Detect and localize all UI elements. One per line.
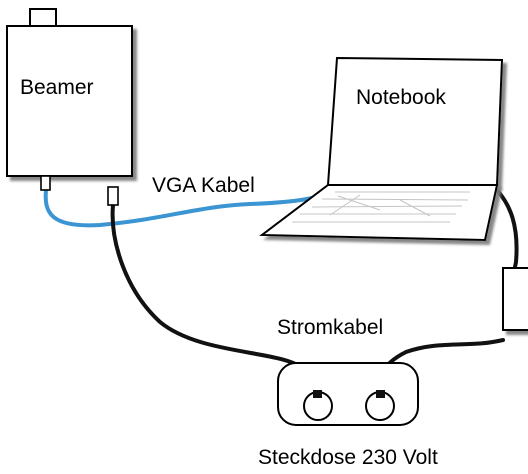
vga-cable-label: VGA Kabel bbox=[152, 174, 255, 197]
notebook-charger-cable bbox=[495, 188, 519, 274]
wall-socket bbox=[277, 362, 419, 426]
vga-cable bbox=[43, 188, 314, 228]
beamer-label: Beamer bbox=[20, 76, 94, 99]
socket-label: Steckdose 230 Volt bbox=[258, 446, 438, 469]
notebook-label: Notebook bbox=[356, 86, 446, 109]
beamer-power-port bbox=[107, 186, 119, 206]
beamer-vga-port bbox=[40, 175, 51, 191]
beamer-body bbox=[6, 25, 133, 177]
notebook-keys bbox=[292, 191, 470, 223]
notebook-keyboard bbox=[259, 184, 499, 242]
notebook-screen bbox=[326, 56, 504, 186]
beamer: Beamer bbox=[6, 8, 133, 206]
socket-plate bbox=[277, 362, 419, 426]
power-adapter bbox=[502, 267, 528, 331]
notebook: Notebook bbox=[259, 56, 504, 242]
plug-right bbox=[376, 390, 385, 398]
plug-left bbox=[313, 390, 322, 398]
power-cable-label: Stromkabel bbox=[277, 316, 383, 339]
